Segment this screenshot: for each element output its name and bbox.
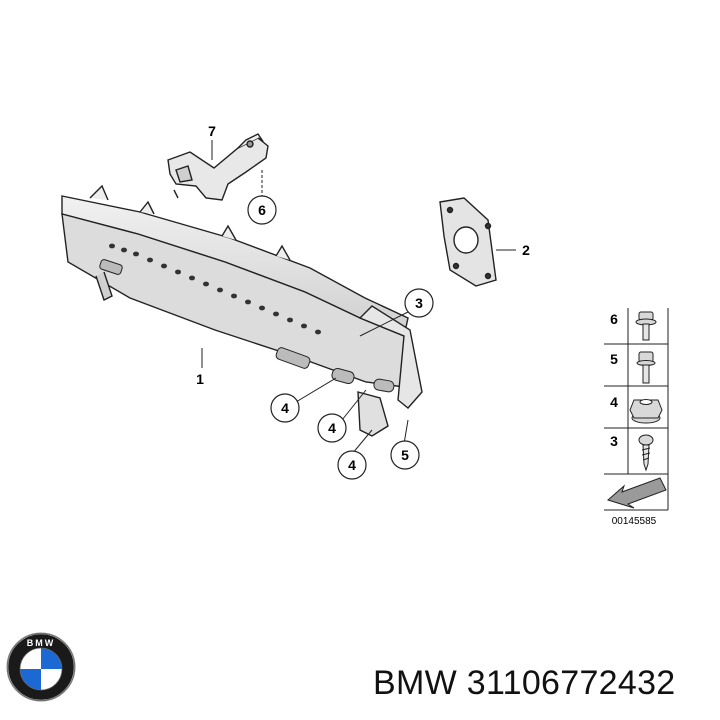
callout-6: 6 (247, 195, 277, 225)
bmw-logo: BMW (6, 632, 76, 702)
legend-number-6: 6 (610, 311, 618, 327)
bar-slots (99, 259, 395, 393)
flange-bolt-icon (635, 311, 657, 341)
legend-number-3: 3 (610, 433, 618, 449)
svg-text:4: 4 (281, 400, 289, 416)
hex-bolt-icon (636, 351, 656, 384)
hex-nut-icon (629, 399, 663, 424)
label-part-7: 7 (208, 123, 216, 139)
reference-number: 00145585 (612, 516, 657, 527)
svg-text:6: 6 (258, 202, 266, 218)
arrow-left-icon (606, 477, 667, 509)
bar-holes (109, 243, 321, 335)
fastener-legend: 6 5 4 3 (604, 308, 669, 527)
label-part-2: 2 (522, 242, 530, 258)
svg-text:4: 4 (328, 420, 336, 436)
callout-4b: 4 (317, 413, 347, 443)
legend-number-5: 5 (610, 351, 618, 367)
label-part-1: 1 (196, 371, 204, 387)
legend-number-4: 4 (610, 394, 618, 410)
svg-text:4: 4 (348, 457, 356, 473)
callout-3: 3 (404, 288, 434, 318)
callout-4c: 4 (337, 450, 367, 480)
callout-4a: 4 (270, 393, 300, 423)
leader-lines (201, 311, 409, 455)
mounting-bracket (167, 133, 269, 201)
self-tapping-screw-icon (638, 434, 654, 472)
bumper-carrier-bar (61, 184, 423, 437)
svg-text:3: 3 (415, 295, 423, 311)
svg-text:5: 5 (401, 447, 409, 463)
part-title: BMW 31106772432 (373, 664, 676, 702)
bmw-logo-text: BMW (27, 638, 56, 648)
reinforcement-plate (439, 197, 497, 287)
callout-5: 5 (390, 440, 420, 470)
